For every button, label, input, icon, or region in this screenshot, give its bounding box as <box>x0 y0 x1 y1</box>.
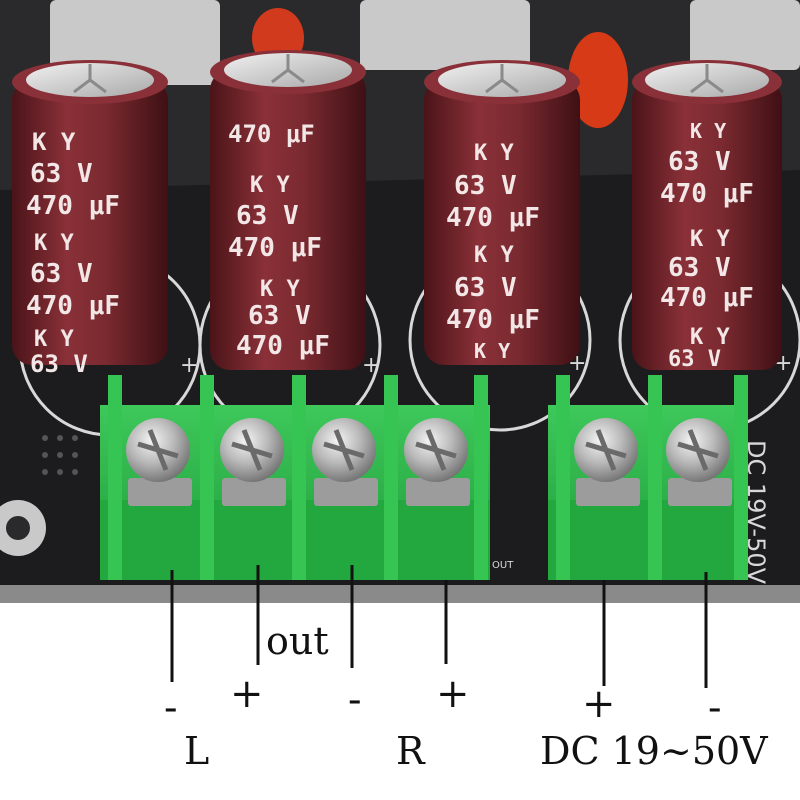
capacitor-marking: K Y <box>474 339 510 363</box>
capacitor-marking: 63 V <box>248 301 311 331</box>
power-terminal-block <box>548 375 748 580</box>
label-left-plus: + <box>230 671 264 717</box>
capacitor-marking: 470 μF <box>228 120 315 148</box>
label-right-plus: + <box>436 671 470 717</box>
capacitor-marking: 470 μF <box>446 203 540 233</box>
capacitor-marking: 63 V <box>668 347 721 372</box>
terminal-screw-l-minus <box>126 418 192 506</box>
vias <box>42 435 78 475</box>
terminal-screw-dc-minus <box>666 418 732 506</box>
capacitor-3: K Y 63 V 470 μF K Y 63 V 470 μF K Y <box>424 60 580 365</box>
capacitor-marking: 470 μF <box>660 283 754 313</box>
capacitor-marking: K Y <box>34 327 74 352</box>
capacitor-marking: 470 μF <box>236 331 330 361</box>
label-out: out <box>266 619 329 663</box>
capacitor-marking: 63 V <box>30 259 93 289</box>
capacitor-marking: 63 V <box>668 253 731 283</box>
capacitor-marking: K Y <box>690 119 726 143</box>
capacitor-marking: 63 V <box>454 171 517 201</box>
capacitor-marking: 470 μF <box>26 191 120 221</box>
plus-mark: + <box>180 353 198 378</box>
label-left-minus: - <box>164 685 178 731</box>
capacitor-marking: K Y <box>34 231 74 256</box>
capacitor-marking: 470 μF <box>26 291 120 321</box>
capacitor-marking: K Y <box>250 173 290 198</box>
label-left-channel: L <box>184 729 210 773</box>
label-right-channel: R <box>396 729 425 773</box>
capacitor-marking: 470 μF <box>660 179 754 209</box>
capacitor-1: K Y 63 V 470 μF K Y 63 V 470 μF K Y 63 V <box>12 60 168 378</box>
capacitor-2: 470 μF K Y 63 V 470 μF K Y 63 V 470 μF <box>210 50 366 370</box>
capacitor-marking: K Y <box>474 243 514 268</box>
terminal-screw-r-plus <box>404 418 470 506</box>
capacitor-marking: K Y <box>260 277 300 302</box>
terminal-screw-dc-plus <box>574 418 640 506</box>
label-dc-plus: + <box>582 681 616 727</box>
label-dc-voltage-range: DC 19~50V <box>540 729 768 773</box>
capacitor-marking: 470 μF <box>446 305 540 335</box>
capacitor-marking: 63 V <box>668 147 731 177</box>
terminal-screw-l-plus <box>220 418 286 506</box>
capacitor-marking: K Y <box>690 325 730 350</box>
capacitor-marking: 63 V <box>236 201 299 231</box>
capacitor-marking: K Y <box>474 141 514 166</box>
pcb-edge <box>0 585 800 603</box>
capacitor-marking: K Y <box>32 128 76 156</box>
capacitor-marking: K Y <box>690 227 730 252</box>
capacitor-marking: 63 V <box>30 350 88 378</box>
red-capacitor <box>568 32 628 128</box>
capacitor-marking: 63 V <box>30 159 93 189</box>
silkscreen-out: OUT <box>492 560 514 571</box>
capacitor-marking: 63 V <box>454 273 517 303</box>
terminal-screw-r-minus <box>312 418 378 506</box>
plus-mark: + <box>362 353 380 378</box>
label-dc-minus: - <box>708 685 722 731</box>
capacitor-4: K Y 63 V 470 μF K Y 63 V 470 μF K Y 63 V <box>632 60 782 372</box>
capacitor-marking: 470 μF <box>228 233 322 263</box>
label-right-minus: - <box>348 677 362 723</box>
pointer-lines <box>170 565 708 688</box>
